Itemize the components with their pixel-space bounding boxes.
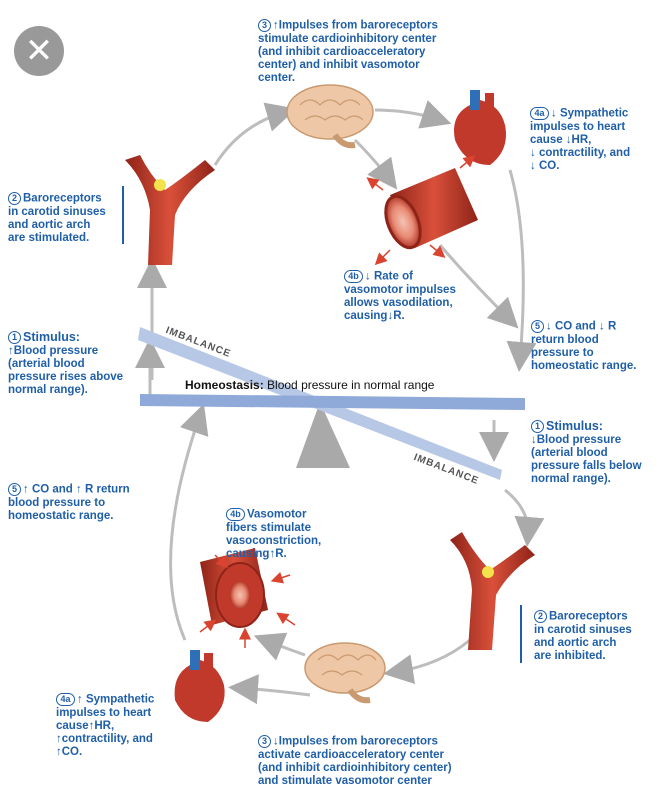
connector-line [520,605,522,663]
seesaw-fulcrum [296,402,350,468]
close-button[interactable]: ✕ [14,26,64,76]
arrow-right-down [506,169,537,372]
top-step3-label: 3↑Impulses from baroreceptors stimulate … [258,19,438,84]
arrow-brain-vessel [353,138,398,190]
brain-bottom [304,642,386,704]
arrow-brain-vessel-bottom [253,632,306,661]
top-step4a-label: 4a↓ Sympathetic impulses to heart cause … [530,107,631,172]
connector-line [122,186,124,244]
arrow-left-big [169,403,209,641]
step-number-badge: 4b [344,270,363,283]
arrow-vessel-down [438,244,519,329]
bottom-step3-label: 3↓Impulses from baroreceptors activate c… [258,735,452,787]
seesaw-beam-level [140,394,525,410]
step-number-badge: 4b [226,508,245,521]
step-number-badge: 2 [534,610,547,623]
arrow-brain-heart-bottom [228,674,311,705]
step-number-badge: 3 [258,735,271,748]
heart-bottom [174,650,225,722]
bottom-step4a-label: 4a↑ Sympathetic impulses to heart cause↑… [56,693,155,758]
arrow-brain-heart [374,100,452,129]
step-number-badge: 2 [8,192,21,205]
constricted-vessel-bottom [199,548,296,648]
dilated-vessel-top [366,155,478,266]
top-step4b-label: 4b↓ Rate of vasomotor impulses allows va… [344,270,456,322]
arrow-top-left [213,102,297,166]
arrow-right-curve [504,488,545,547]
carotid-vessel-top [125,155,215,265]
bottom-step5-label: 5↑ CO and ↑ R return blood pressure to h… [8,483,130,522]
close-icon: ✕ [24,31,54,71]
homeostasis-label: Homeostasis: Blood pressure in normal ra… [185,378,435,392]
step-number-badge: 1 [531,420,544,434]
carotid-vessel-bottom [450,532,535,650]
heart-top [454,90,506,165]
step-number-badge: 1 [8,331,21,345]
step-number-badge: 4a [56,693,75,706]
arrow-vessel-brain [383,638,471,685]
brain-top [286,84,374,149]
top-step5-label: 5↓ CO and ↓ R return blood pressure to h… [531,320,637,372]
step-number-badge: 4a [530,107,549,120]
step-number-badge: 5 [8,483,21,496]
step-number-badge: 3 [258,19,271,32]
step-number-badge: 5 [531,320,544,333]
